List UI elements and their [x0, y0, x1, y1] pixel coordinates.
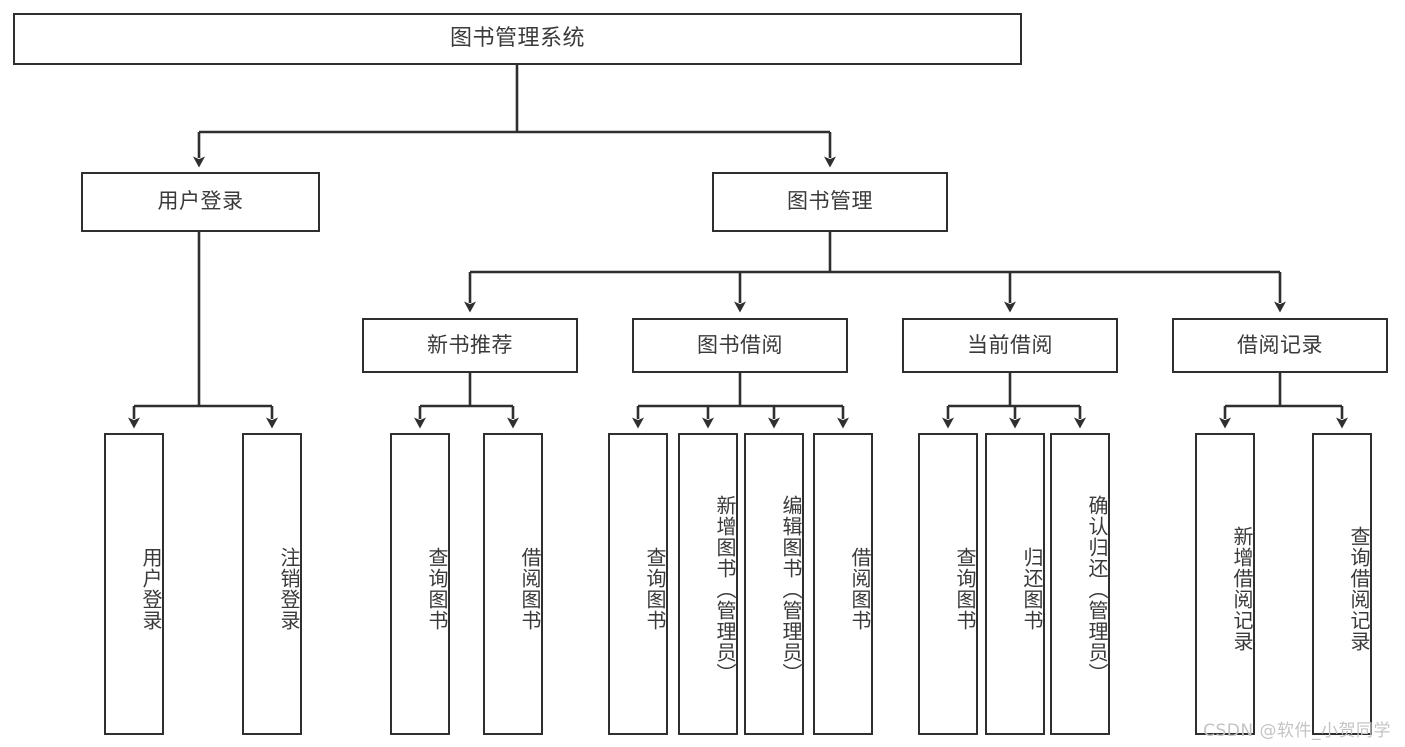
node-new-book-recommend[interactable]: 新书推荐 [362, 318, 578, 373]
node-borrow-record[interactable]: 借阅记录 [1172, 318, 1388, 373]
node-user-login-label: 用户登录 [157, 189, 244, 214]
leaf-edit-book-label: 编辑图书（管理员） [779, 494, 803, 684]
node-current-borrow[interactable]: 当前借阅 [902, 318, 1118, 373]
node-new-book-recommend-label: 新书推荐 [427, 332, 513, 357]
leaf-return-book-label: 归还图书 [1020, 547, 1044, 631]
node-book-borrow[interactable]: 图书借阅 [632, 318, 848, 373]
leaf-borrow-book-2[interactable]: 借阅图书 [813, 433, 873, 735]
leaf-query-record[interactable]: 查询借阅记录 [1312, 433, 1372, 735]
node-book-manage[interactable]: 图书管理 [712, 172, 948, 232]
leaf-query-book-2[interactable]: 查询图书 [608, 433, 668, 735]
node-borrow-record-label: 借阅记录 [1237, 332, 1323, 357]
leaf-confirm-return-label: 确认归还（管理员） [1085, 494, 1109, 684]
leaf-borrow-book-1[interactable]: 借阅图书 [483, 433, 543, 735]
leaf-borrow-book-2-label: 借阅图书 [848, 547, 872, 631]
leaf-query-book-2-label: 查询图书 [643, 547, 667, 631]
leaf-user-login-label: 用户登录 [139, 547, 163, 631]
leaf-query-book-3[interactable]: 查询图书 [918, 433, 978, 735]
leaf-add-record-label: 新增借阅记录 [1230, 526, 1254, 652]
leaf-user-logout-label: 注销登录 [277, 547, 301, 631]
leaf-user-login[interactable]: 用户登录 [104, 433, 164, 735]
leaf-add-book-label: 新增图书（管理员） [713, 494, 737, 684]
node-root[interactable]: 图书管理系统 [13, 13, 1022, 65]
node-user-login[interactable]: 用户登录 [81, 172, 320, 232]
leaf-query-book-1-label: 查询图书 [425, 547, 449, 631]
leaf-query-book-1[interactable]: 查询图书 [390, 433, 450, 735]
node-current-borrow-label: 当前借阅 [967, 332, 1053, 357]
leaf-edit-book[interactable]: 编辑图书（管理员） [744, 433, 804, 735]
node-book-manage-label: 图书管理 [787, 189, 873, 214]
leaf-add-book[interactable]: 新增图书（管理员） [678, 433, 738, 735]
leaf-borrow-book-1-label: 借阅图书 [518, 547, 542, 631]
leaf-query-record-label: 查询借阅记录 [1347, 526, 1371, 652]
node-root-label: 图书管理系统 [449, 25, 585, 51]
node-book-borrow-label: 图书借阅 [697, 332, 783, 357]
leaf-return-book[interactable]: 归还图书 [985, 433, 1045, 735]
leaf-add-record[interactable]: 新增借阅记录 [1195, 433, 1255, 735]
csdn-watermark: CSDN @软件_小贺同学 [1203, 721, 1391, 741]
leaf-confirm-return[interactable]: 确认归还（管理员） [1050, 433, 1110, 735]
leaf-user-logout[interactable]: 注销登录 [242, 433, 302, 735]
leaf-query-book-3-label: 查询图书 [953, 547, 977, 631]
